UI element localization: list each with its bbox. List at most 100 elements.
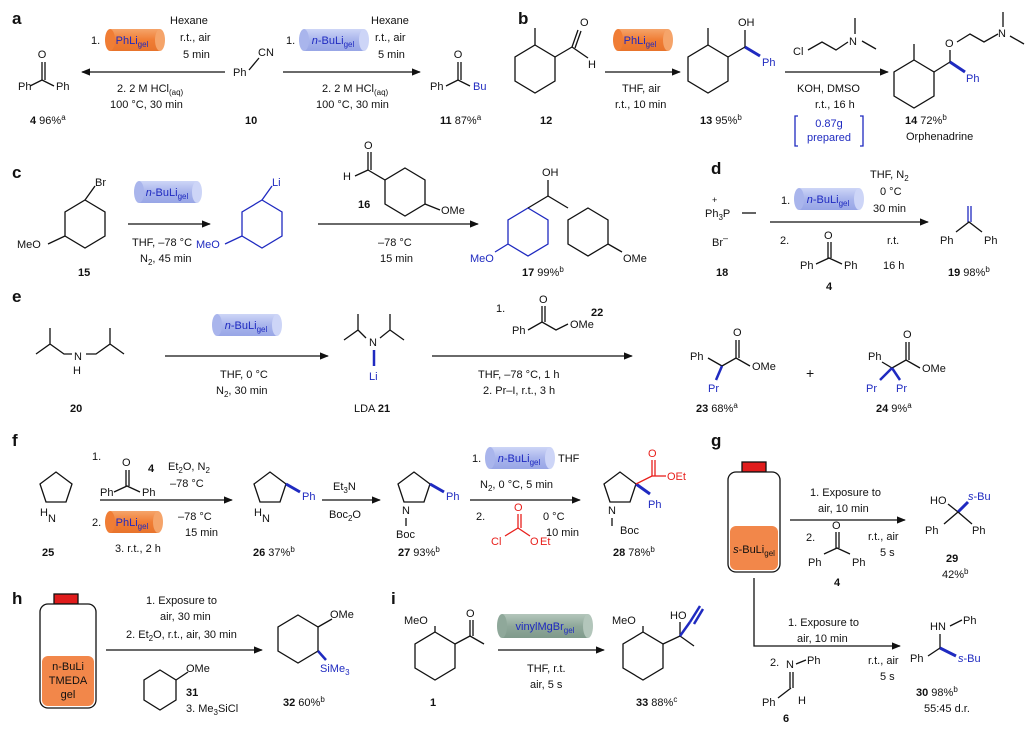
svg-text:Ph: Ph	[233, 67, 246, 79]
lda-21-label: LDA 21	[354, 403, 390, 415]
svg-text:OEt: OEt	[667, 471, 686, 483]
svg-text:6: 6	[783, 713, 789, 725]
svg-text:air, 10 min: air, 10 min	[818, 503, 869, 515]
nbuli-gel-cylinder-f: n-BuLigel	[485, 447, 555, 469]
orphenadrine-name: Orphenadrine	[906, 131, 973, 143]
svg-text:1.: 1.	[92, 451, 101, 463]
svg-text:air, 30 min: air, 30 min	[160, 611, 211, 623]
svg-text:O: O	[648, 448, 657, 460]
svg-text:OMe: OMe	[752, 361, 776, 373]
svg-text:Ph: Ph	[302, 491, 315, 503]
panel-label-d: d	[711, 159, 721, 178]
svg-text:H: H	[343, 171, 351, 183]
compound-24-label: 24 9%a	[876, 401, 912, 415]
svg-text:Ph: Ph	[844, 260, 857, 272]
svg-text:r.t., air: r.t., air	[180, 32, 211, 44]
svg-text:Boc: Boc	[620, 525, 639, 537]
panel-label-a: a	[12, 9, 22, 28]
anisole-ring-31	[143, 669, 177, 711]
svg-text:SiMe3: SiMe3	[320, 663, 350, 677]
svg-text:N2, 30 min: N2, 30 min	[216, 385, 268, 399]
svg-text:Cl: Cl	[491, 536, 501, 548]
svg-text:Cl: Cl	[793, 46, 803, 58]
svg-text:Ph: Ph	[762, 697, 775, 709]
panel-label-b: b	[518, 9, 528, 28]
compound-1-label: 1	[430, 697, 436, 709]
svg-text:Ph: Ph	[430, 81, 443, 93]
svg-text:Ph: Ph	[800, 260, 813, 272]
svg-text:r.t., air: r.t., air	[868, 531, 899, 543]
svg-text:Ph: Ph	[963, 615, 976, 627]
svg-text:r.t., 10 min: r.t., 10 min	[615, 99, 666, 111]
svg-text:gel: gel	[61, 689, 76, 701]
svg-text:4: 4	[826, 281, 833, 293]
compound-28-label: 28 78%b	[613, 545, 655, 559]
svg-text:OMe: OMe	[623, 253, 647, 265]
svg-text:N: N	[402, 505, 410, 517]
svg-text:Ph: Ph	[966, 73, 979, 85]
svg-text:16 h: 16 h	[883, 260, 904, 272]
svg-text:–78 °C: –78 °C	[170, 478, 204, 490]
svg-text:MeO: MeO	[404, 615, 428, 627]
svg-text:Bu: Bu	[473, 81, 486, 93]
svg-text:2. 2 M HCl(aq): 2. 2 M HCl(aq)	[117, 83, 184, 97]
benzene-ring-1	[414, 631, 456, 681]
svg-text:N2, 0 °C, 5 min: N2, 0 °C, 5 min	[480, 479, 553, 493]
svg-text:r.t., 16 h: r.t., 16 h	[815, 99, 855, 111]
svg-text:2. 2 M HCl(aq): 2. 2 M HCl(aq)	[322, 83, 389, 97]
vinylmgbr-gel-cylinder: vinylMgBrgel	[497, 614, 593, 638]
svg-text:2. Pr–I, r.t., 3 h: 2. Pr–I, r.t., 3 h	[483, 385, 555, 397]
svg-text:3. r.t., 2 h: 3. r.t., 2 h	[115, 543, 161, 555]
svg-text:100 °C, 30 min: 100 °C, 30 min	[316, 99, 389, 111]
svg-text:O: O	[454, 49, 463, 61]
svg-text:Ph: Ph	[100, 487, 113, 499]
svg-text:1.: 1.	[472, 453, 481, 465]
compound-27-label: 27 93%b	[398, 545, 440, 559]
svg-text:N: N	[786, 659, 794, 671]
svg-text:n-BuLigel: n-BuLigel	[498, 453, 541, 467]
compound-16-label: 16	[358, 199, 370, 211]
svg-text:MeO: MeO	[470, 253, 494, 265]
svg-text:55:45 d.r.: 55:45 d.r.	[924, 703, 970, 715]
svg-text:0 °C: 0 °C	[543, 511, 565, 523]
svg-text:O: O	[122, 457, 131, 469]
svg-text:H: H	[73, 365, 81, 377]
svg-text:H: H	[40, 507, 48, 519]
pyrrolidine-28	[603, 471, 637, 503]
svg-text:Ph: Ph	[762, 57, 775, 69]
svg-text:O: O	[733, 327, 742, 339]
ketone-11-skeleton	[445, 79, 471, 87]
compound-12-label: 12	[540, 115, 552, 127]
benzene-ring-16	[384, 167, 426, 217]
svg-text:–78 °C: –78 °C	[178, 511, 212, 523]
svg-text:MeO: MeO	[612, 615, 636, 627]
svg-text:n-BuLigel: n-BuLigel	[225, 320, 268, 334]
svg-text:5 min: 5 min	[183, 49, 210, 61]
svg-text:r.t., air: r.t., air	[375, 32, 406, 44]
svg-text:Ph: Ph	[690, 351, 703, 363]
svg-text:Boc: Boc	[396, 529, 415, 541]
svg-text:1.: 1.	[496, 303, 505, 315]
nbuli-gel-cylinder: n-BuLigel	[299, 29, 369, 51]
benzene-ring-15	[64, 199, 106, 249]
panel-label-h: h	[12, 589, 22, 608]
svg-text:1.: 1.	[781, 195, 790, 207]
svg-text:O: O	[38, 49, 47, 61]
svg-text:Hexane: Hexane	[170, 15, 208, 27]
panel-label-c: c	[12, 163, 21, 182]
arrow-g-2	[753, 578, 901, 650]
svg-text:H: H	[798, 695, 806, 707]
compound-25-label: 25	[42, 547, 54, 559]
svg-text:Boc2O: Boc2O	[329, 509, 361, 523]
svg-text:+: +	[712, 195, 717, 205]
svg-text:15 min: 15 min	[185, 527, 218, 539]
compound-26-label: 26 37%b	[253, 545, 295, 559]
svg-text:THF, –78 °C, 1 h: THF, –78 °C, 1 h	[478, 369, 559, 381]
svg-text:1.: 1.	[91, 35, 100, 47]
svg-text:1. Exposure to: 1. Exposure to	[146, 595, 217, 607]
benzene-ring-17a	[507, 207, 549, 257]
svg-text:Li: Li	[369, 371, 378, 383]
amine-20-skeleton	[35, 328, 72, 355]
compound-30-label: 30 98%b	[916, 685, 958, 699]
